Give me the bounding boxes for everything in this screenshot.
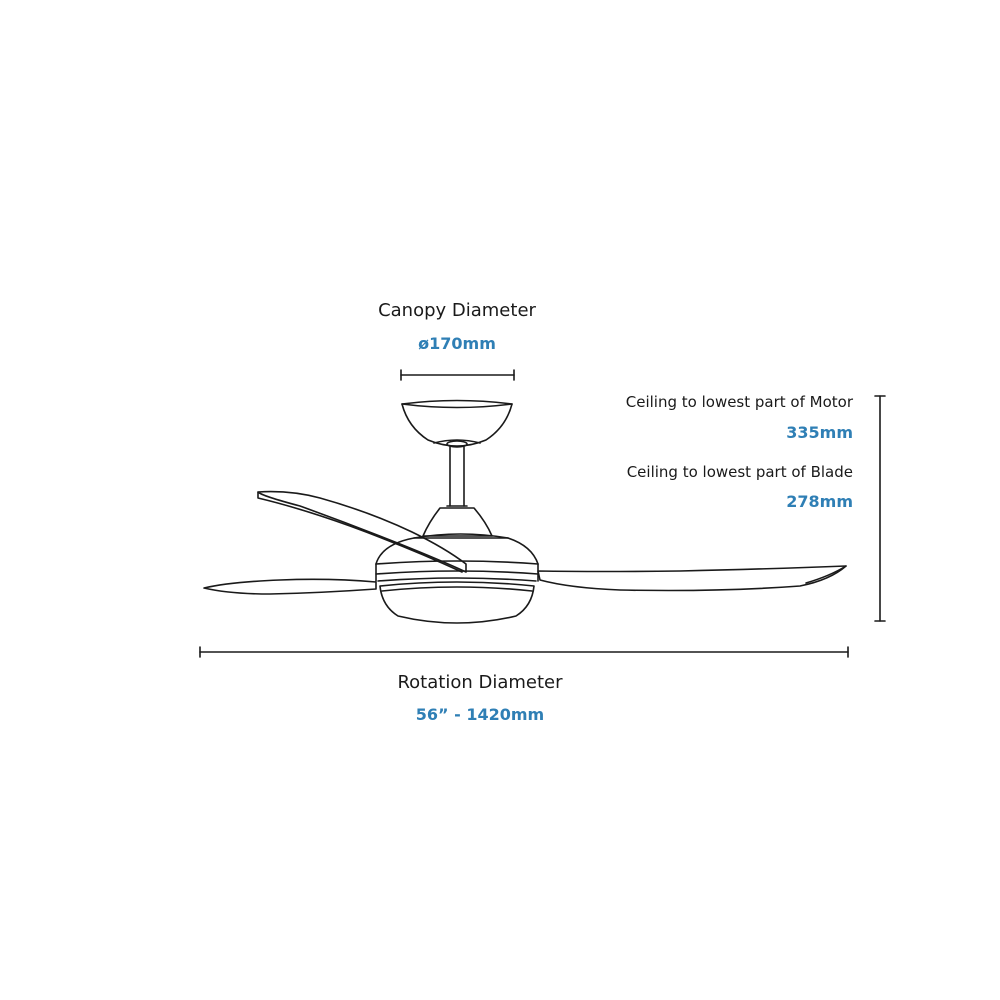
light-kit <box>379 581 535 624</box>
motor-height-value: 335mm <box>786 423 853 442</box>
blade-height-value: 278mm <box>786 492 853 511</box>
canopy <box>401 399 513 448</box>
rotation-dimension-line <box>199 646 849 658</box>
rotation-diameter-title: Rotation Diameter <box>397 672 563 693</box>
motor-housing <box>375 507 539 582</box>
height-dimension-line <box>874 395 886 622</box>
canopy-diameter-value: ø170mm <box>418 334 496 353</box>
blade-upper-left <box>257 490 467 573</box>
motor-height-title: Ceiling to lowest part of Motor <box>625 393 853 411</box>
rotation-diameter-value: 56” - 1420mm <box>415 705 545 724</box>
blade-left <box>203 578 377 595</box>
blade-right <box>537 565 847 592</box>
canopy-diameter-title: Canopy Diameter <box>378 300 536 321</box>
downrod <box>446 446 468 507</box>
blade-height-title: Ceiling to lowest part of Blade <box>626 463 853 481</box>
canopy-dimension-line <box>400 369 515 381</box>
